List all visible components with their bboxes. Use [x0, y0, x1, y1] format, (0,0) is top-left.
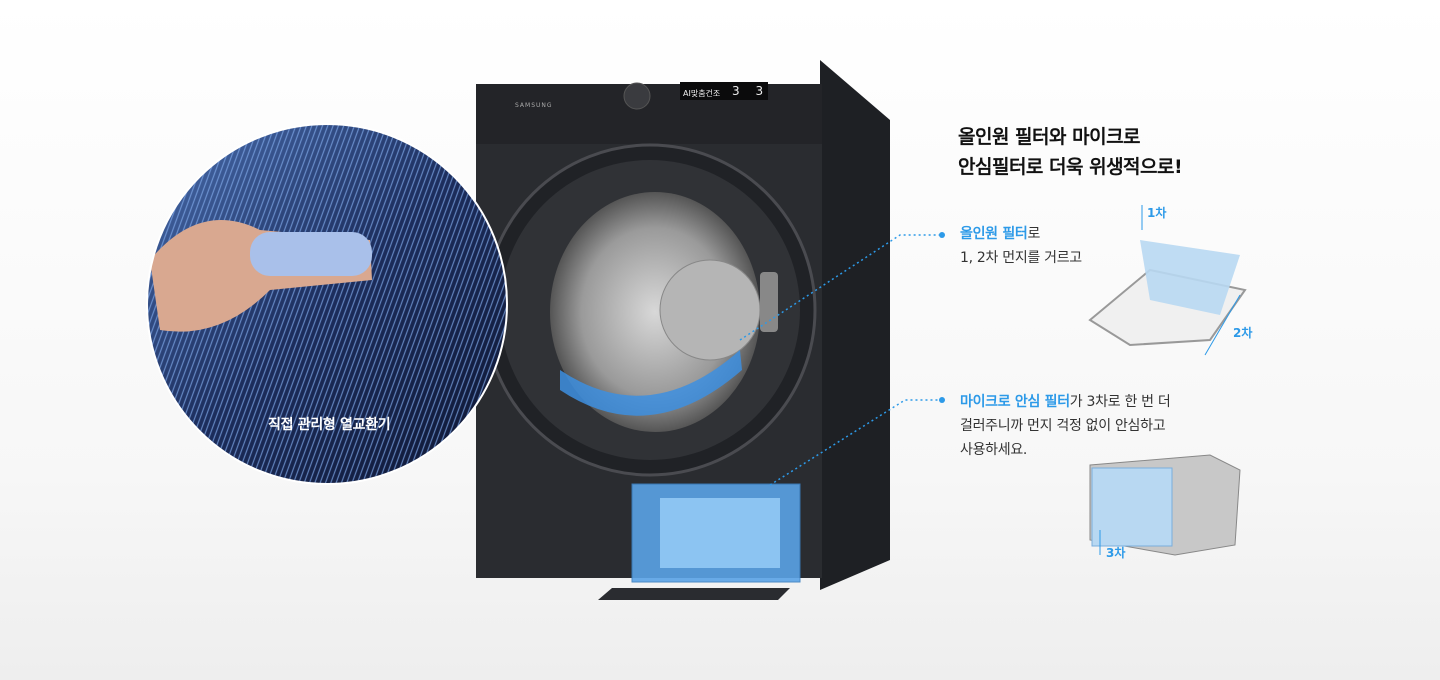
feature-2-highlight: 마이크로 안심 필터	[960, 394, 1070, 410]
magnifier-label: 직접 관리형 열교환기	[268, 417, 391, 433]
micro-filter-drawer	[598, 483, 801, 600]
feature-1-highlight: 올인원 필터	[960, 226, 1028, 242]
stage-1-tag: 1차	[1147, 206, 1167, 220]
callout-line-1	[739, 234, 940, 341]
control-display-digits: 3 3	[732, 84, 770, 98]
feature-1-line-2: 1, 2차 먼지를 거르고	[960, 250, 1082, 266]
headline: 올인원 필터와 마이크로 안심필터로 더욱 위생적으로!	[958, 122, 1183, 182]
control-display-text: AI맞춤건조	[683, 89, 721, 98]
stage-3-tag: 3차	[1106, 546, 1126, 560]
headline-line-1: 올인원 필터와 마이크로	[958, 126, 1141, 148]
feature-1-rest: 로	[1027, 226, 1041, 242]
brand-logo: SAMSUNG	[515, 102, 553, 109]
feature-2-line-3: 사용하세요.	[960, 442, 1028, 458]
feature-micro-filter: 마이크로 안심 필터가 3차로 한 번 더 걸러주니까 먼지 걱정 없이 안심하…	[960, 390, 1171, 462]
feature-2-rest: 가 3차로 한 번 더	[1069, 394, 1171, 410]
stage-2-tag: 2차	[1233, 326, 1253, 340]
micro-safe-filter-image	[1089, 454, 1241, 556]
filter-highlight	[560, 350, 742, 416]
feature-all-in-one: 올인원 필터로 1, 2차 먼지를 거르고	[960, 222, 1082, 270]
all-in-one-filter-image	[1088, 205, 1247, 356]
headline-line-2: 안심필터로 더욱 위생적으로!	[958, 156, 1183, 178]
heat-exchanger-magnifier	[147, 124, 507, 484]
feature-2-line-2: 걸러주니까 먼지 걱정 없이 안심하고	[960, 418, 1166, 434]
